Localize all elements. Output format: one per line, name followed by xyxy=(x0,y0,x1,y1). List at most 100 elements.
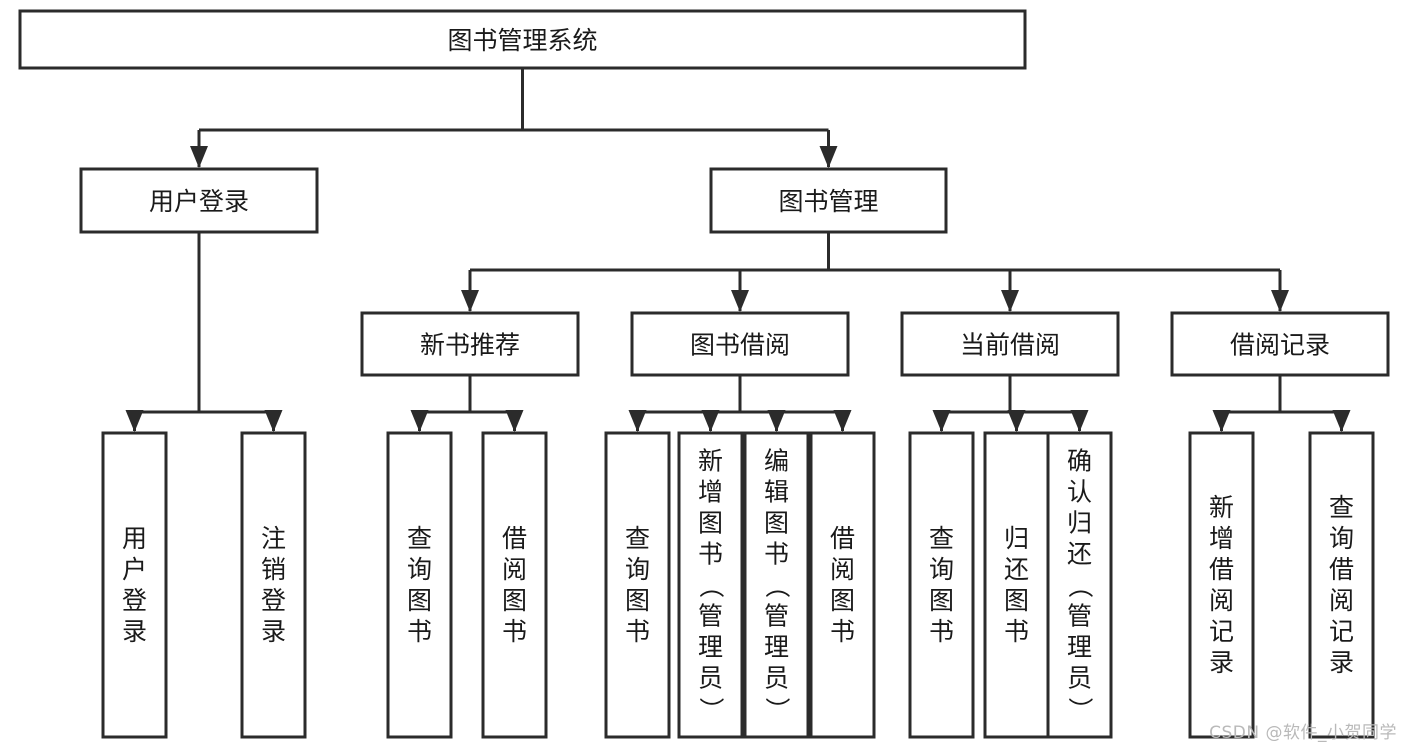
node-label-char: 录 xyxy=(1329,648,1354,677)
arrow-head-icon xyxy=(1007,410,1026,432)
arrow-head-icon xyxy=(819,146,838,168)
node-box xyxy=(630,311,850,377)
node-box xyxy=(79,167,319,234)
arrow-head-icon xyxy=(1001,290,1019,312)
node-user-login[interactable]: 用户登录 xyxy=(79,167,319,234)
node-label-char: 询 xyxy=(625,555,650,584)
node-label-char: （ xyxy=(697,573,726,598)
node-label-char: 管 xyxy=(698,602,723,631)
node-box xyxy=(743,431,810,739)
node-box xyxy=(101,431,168,739)
arrow-head-icon xyxy=(190,146,208,168)
connector-layer xyxy=(125,68,1351,432)
node-root[interactable]: 图书管理系统 xyxy=(18,9,1027,70)
node-label-char: 图 xyxy=(698,509,723,538)
node-current-borrow[interactable]: 当前借阅 xyxy=(900,311,1120,377)
node-label-char: 查 xyxy=(1329,493,1354,522)
node-label-char: 认 xyxy=(1067,478,1092,507)
node-label-char: 员 xyxy=(1067,664,1092,693)
node-book-borrow[interactable]: 图书借阅 xyxy=(630,311,850,377)
node-label-char: 录 xyxy=(261,617,286,646)
node-label-char: 用 xyxy=(122,524,147,553)
node-box xyxy=(240,431,307,739)
node-label-char: 理 xyxy=(764,633,789,662)
node-label-char: 阅 xyxy=(502,555,527,584)
node-label-char: ） xyxy=(763,697,792,722)
node-label-char: 图 xyxy=(764,509,789,538)
node-label-char: （ xyxy=(1066,573,1095,598)
node-label-char: 新 xyxy=(698,447,723,476)
node-label-char: 书 xyxy=(625,617,650,646)
node-label-char: 新 xyxy=(1209,493,1234,522)
node-label-char: 查 xyxy=(929,524,954,553)
node-label-char: 书 xyxy=(502,617,527,646)
node-label-char: 书 xyxy=(407,617,432,646)
node-box xyxy=(709,167,948,234)
node-label-char: 注 xyxy=(261,524,286,553)
node-new-book-recommend[interactable]: 新书推荐 xyxy=(360,311,580,377)
node-box xyxy=(1046,431,1113,739)
node-label-char: 询 xyxy=(407,555,432,584)
node-label: 当前借阅 xyxy=(960,331,1060,360)
node-label-char: 确 xyxy=(1067,447,1092,476)
node-leaf-user-login[interactable]: 用户登录 xyxy=(101,431,168,739)
node-label-char: 登 xyxy=(261,586,286,615)
arrow-head-icon xyxy=(932,410,951,432)
node-label-char: 增 xyxy=(698,478,723,507)
node-label-char: 辑 xyxy=(764,478,789,507)
node-box xyxy=(481,431,548,739)
node-label-char: 阅 xyxy=(1329,586,1354,615)
arrow-head-icon xyxy=(461,290,479,312)
node-label-char: 记 xyxy=(1209,617,1234,646)
node-label-char: 登 xyxy=(122,586,147,615)
node-label-char: （ xyxy=(763,573,792,598)
node-label-char: 编 xyxy=(764,447,789,476)
node-label-char: 书 xyxy=(764,540,789,569)
node-label-char: 理 xyxy=(1067,633,1092,662)
node-label-char: 员 xyxy=(698,664,723,693)
node-box xyxy=(1308,431,1375,739)
node-label-char: 还 xyxy=(1004,555,1029,584)
node-layer: 图书管理系统用户登录图书管理新书推荐图书借阅当前借阅借阅记录用户登录注销登录查询… xyxy=(18,9,1390,739)
node-label-char: ） xyxy=(1066,697,1095,722)
node-box xyxy=(604,431,671,739)
node-label-char: 理 xyxy=(698,633,723,662)
node-label-char: 管 xyxy=(1067,602,1092,631)
node-label-char: 查 xyxy=(407,524,432,553)
node-box xyxy=(900,311,1120,377)
csdn-watermark: CSDN @软件_小贺同学 xyxy=(1209,723,1397,743)
node-borrow-record[interactable]: 借阅记录 xyxy=(1170,311,1390,377)
node-label-char: 书 xyxy=(929,617,954,646)
arrow-head-icon xyxy=(1271,290,1289,312)
node-label: 图书借阅 xyxy=(690,331,790,360)
node-label-char: 询 xyxy=(1329,524,1354,553)
arrow-head-icon xyxy=(410,410,429,432)
node-label-char: 增 xyxy=(1209,524,1234,553)
arrow-head-icon xyxy=(1070,410,1089,432)
node-label: 新书推荐 xyxy=(420,331,520,360)
node-label-char: 借 xyxy=(502,524,527,553)
arrow-head-icon xyxy=(264,410,283,432)
node-label-char: 图 xyxy=(1004,586,1029,615)
arrow-head-icon xyxy=(767,410,786,432)
node-label-char: 借 xyxy=(830,524,855,553)
node-label-char: 图 xyxy=(830,586,855,615)
node-label-char: ） xyxy=(697,697,726,722)
node-box xyxy=(18,9,1027,70)
node-book-manage[interactable]: 图书管理 xyxy=(709,167,948,234)
node-label: 借阅记录 xyxy=(1230,331,1330,360)
node-box xyxy=(983,431,1050,739)
